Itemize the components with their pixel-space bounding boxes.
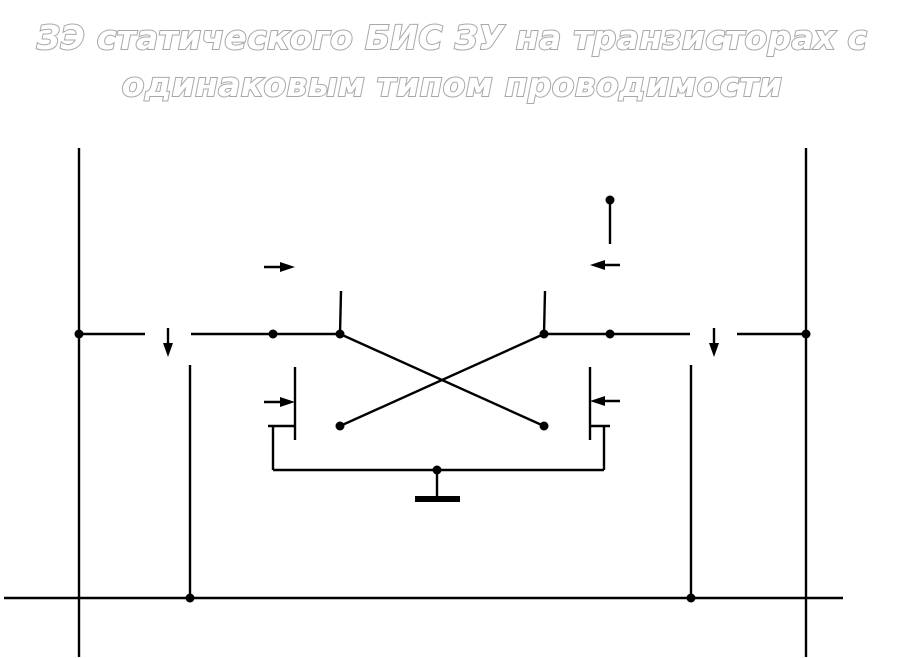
title-line-2: одинаковым типом проводимости	[121, 64, 783, 105]
node-supply	[605, 195, 615, 205]
driver-transistor-right	[588, 367, 620, 470]
node-bitline-left	[74, 329, 84, 339]
load-arrow-left	[264, 262, 343, 335]
cross-wire-2	[339, 332, 545, 428]
slide-title: ЗЭ статического БИС ЗУ на транзисторах с…	[0, 14, 904, 108]
node-right-1	[605, 329, 615, 339]
node-bitline-right	[801, 329, 811, 339]
node-wordline-left	[185, 593, 195, 603]
node-left-1	[268, 329, 278, 339]
access-transistor-left	[79, 328, 338, 598]
node-wordline-right	[686, 593, 696, 603]
node-gate-right	[539, 421, 549, 431]
node-ground	[432, 465, 442, 475]
node-left-2	[335, 329, 345, 339]
node-right-2	[539, 329, 549, 339]
access-transistor-right	[545, 328, 806, 598]
title-line-1: ЗЭ статического БИС ЗУ на транзисторах с	[36, 17, 868, 58]
load-arrow-right	[542, 200, 620, 335]
node-gate-left	[335, 421, 345, 431]
driver-transistor-left	[264, 367, 297, 470]
ground-symbol	[415, 496, 460, 502]
